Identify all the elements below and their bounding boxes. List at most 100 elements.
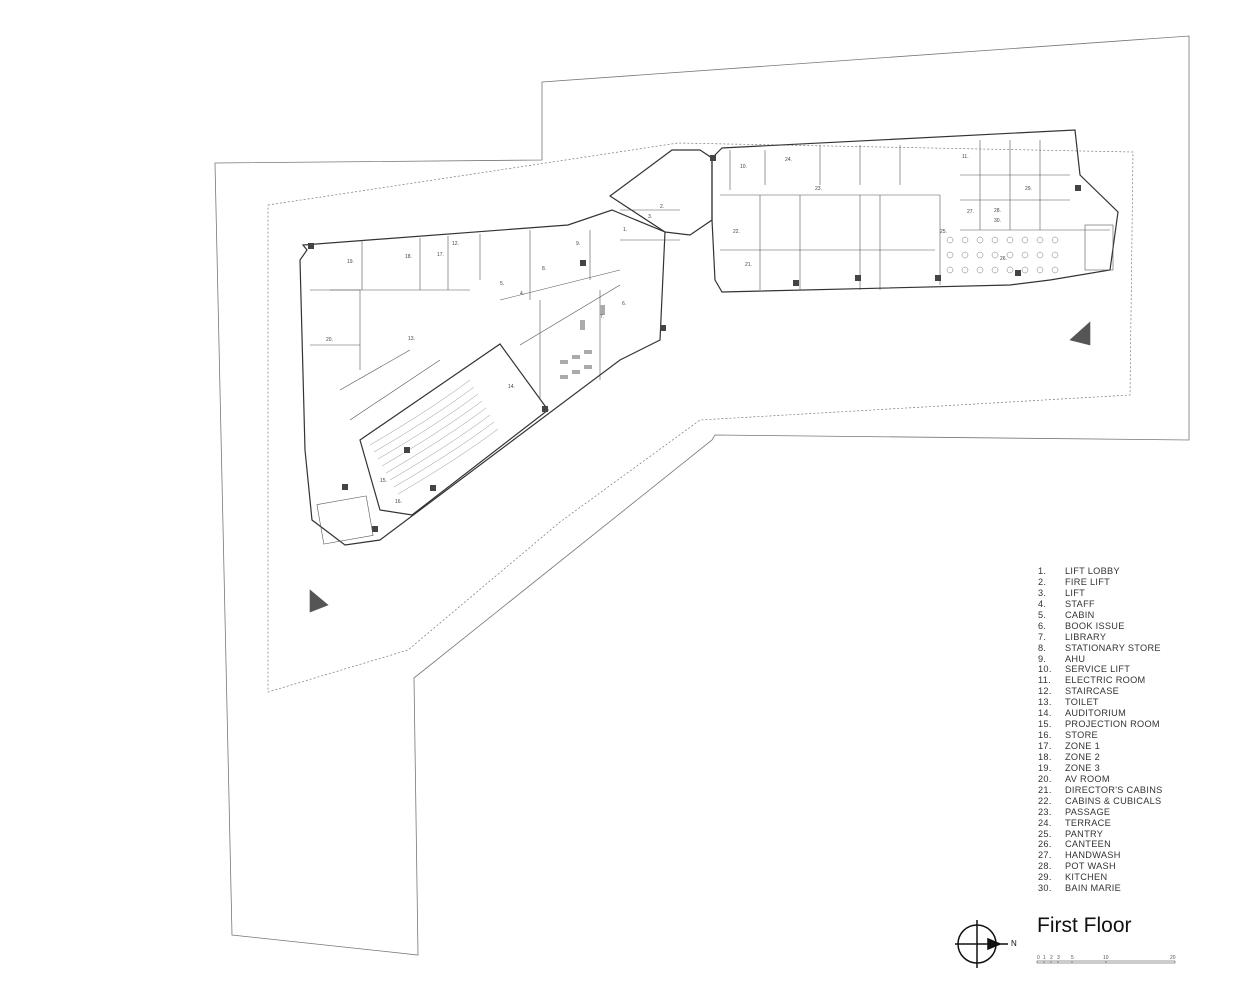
legend-number: 14.	[1038, 708, 1052, 719]
legend-item: 16.STORE	[1038, 730, 1163, 741]
legend-number: 17.	[1038, 741, 1052, 751]
legend-item: 11. ELECTRIC ROOM	[1038, 675, 1163, 686]
legend-label: FIRE LIFT	[1065, 576, 1111, 587]
legend-label: AV ROOM	[1065, 773, 1110, 784]
legend-label: STATIONARY STORE	[1065, 642, 1161, 653]
legend-label: TOILET	[1065, 697, 1099, 708]
legend-label: LIBRARY	[1065, 631, 1107, 642]
scale-label: 3	[1057, 955, 1060, 961]
legend-number: 25.	[1038, 828, 1052, 839]
plan-title: First Floor	[1037, 914, 1132, 937]
legend-number: 1.	[1038, 566, 1047, 576]
legend-item: 13.TOILET	[1038, 697, 1163, 708]
legend-number: 4.	[1038, 598, 1047, 609]
legend-number: 18.	[1038, 751, 1052, 762]
legend-number: 9.	[1038, 653, 1047, 664]
legend-item: 17. ZONE 1	[1038, 741, 1163, 752]
legend-number: 15.	[1038, 719, 1052, 730]
room-tag: 6.	[622, 301, 626, 307]
legend-item: 18. ZONE 2	[1038, 752, 1163, 763]
room-tag: 27.	[967, 209, 974, 215]
legend-item: 24. TERRACE	[1038, 818, 1163, 829]
canteen-tables	[946, 236, 1059, 274]
room-tag: 7.	[600, 314, 604, 320]
legend-label: BAIN MARIE	[1065, 883, 1122, 894]
legend-label: PANTRY	[1065, 828, 1104, 839]
legend-item: 14.AUDITORIUM	[1038, 708, 1163, 719]
room-tag: 10.	[740, 164, 747, 170]
structural-columns	[308, 155, 1081, 532]
legend-item: 22.CABINS & CUBICALS	[1038, 796, 1163, 807]
legend-item: 2. FIRE LIFT	[1038, 577, 1163, 588]
east-wing-outline	[711, 129, 1119, 293]
room-tag: 22.	[733, 229, 740, 235]
room-tag: 23.	[815, 186, 822, 192]
legend-label: PASSAGE	[1065, 806, 1111, 817]
room-tag: 1.	[623, 227, 627, 233]
scale-label: 0	[1037, 955, 1040, 961]
legend-label: SERVICE LIFT	[1065, 664, 1131, 675]
room-tag: 8.	[542, 266, 546, 272]
building	[299, 129, 1119, 546]
room-tag: 28.	[994, 208, 1001, 214]
room-tag: 24.	[785, 157, 792, 163]
room-tag: 19.	[347, 259, 354, 265]
scale-label: 2	[1050, 955, 1053, 961]
north-arrow-icon	[955, 920, 1008, 968]
legend-number: 12.	[1038, 686, 1052, 697]
legend-label: CABIN	[1065, 609, 1095, 620]
legend-number: 19.	[1038, 762, 1052, 773]
legend-label: LIFT	[1065, 587, 1086, 598]
legend-item: 8.STATIONARY STORE	[1038, 643, 1163, 654]
legend-item: 27. HANDWASH	[1038, 850, 1163, 861]
legend-number: 2.	[1038, 576, 1047, 587]
scale-label: 20	[1170, 955, 1176, 961]
north-label: N	[1011, 939, 1017, 948]
legend-label: CABINS & CUBICALS	[1065, 795, 1162, 806]
legend-item: 7.LIBRARY	[1038, 632, 1163, 643]
legend-number: 28.	[1038, 861, 1052, 872]
legend-label: TERRACE	[1065, 817, 1112, 828]
west-wing-outline	[299, 209, 666, 546]
interior-partitions	[310, 140, 1110, 421]
legend-item: 15. PROJECTION ROOM	[1038, 719, 1163, 730]
legend-item: 20.AV ROOM	[1038, 774, 1163, 785]
legend-number: 27.	[1038, 850, 1052, 861]
legend-item: 3.LIFT	[1038, 588, 1163, 599]
legend-number: 30.	[1038, 883, 1052, 894]
legend-item: 12.STAIRCASE	[1038, 686, 1163, 697]
legend-item: 25. PANTRY	[1038, 829, 1163, 840]
scale-label: 5	[1071, 955, 1074, 961]
legend-item: 21.DIRECTOR'S CABINS	[1038, 785, 1163, 796]
room-tag: 30.	[994, 218, 1001, 224]
legend-number: 26.	[1038, 839, 1052, 850]
legend-label: ZONE 1	[1065, 741, 1100, 751]
legend-item: 28.POT WASH	[1038, 861, 1163, 872]
room-tag: 25.	[940, 229, 947, 235]
legend-label: STORE	[1065, 730, 1098, 741]
room-tag: 17.	[437, 252, 444, 258]
legend-label: ELECTRIC ROOM	[1065, 675, 1146, 686]
legend-label: KITCHEN	[1065, 872, 1108, 883]
legend-number: 24.	[1038, 817, 1052, 828]
room-tag: 18.	[405, 254, 412, 260]
legend-label: ZONE 3	[1065, 762, 1100, 773]
legend-number: 10.	[1038, 664, 1052, 675]
legend-item: 26.CANTEEN	[1038, 839, 1163, 850]
library-shelving	[560, 305, 605, 379]
room-tag: 26.	[1000, 256, 1007, 262]
site-boundary	[214, 35, 1190, 956]
room-tag: 4.	[520, 291, 524, 297]
legend-item: 29. KITCHEN	[1038, 872, 1163, 883]
legend-label: HANDWASH	[1065, 850, 1121, 861]
legend-item: 19. ZONE 3	[1038, 763, 1163, 774]
legend-label: ZONE 2	[1065, 751, 1100, 762]
scale-bar	[1036, 960, 1176, 964]
legend-number: 29.	[1038, 872, 1052, 883]
legend-label: PROJECTION ROOM	[1065, 719, 1160, 730]
legend-number: 11.	[1038, 675, 1051, 686]
room-tags: 1. 2. 3. 4. 5. 6. 7. 8. 9. 10. 11. 12. 1…	[326, 154, 1032, 505]
legend-item: 6.BOOK ISSUE	[1038, 621, 1163, 632]
